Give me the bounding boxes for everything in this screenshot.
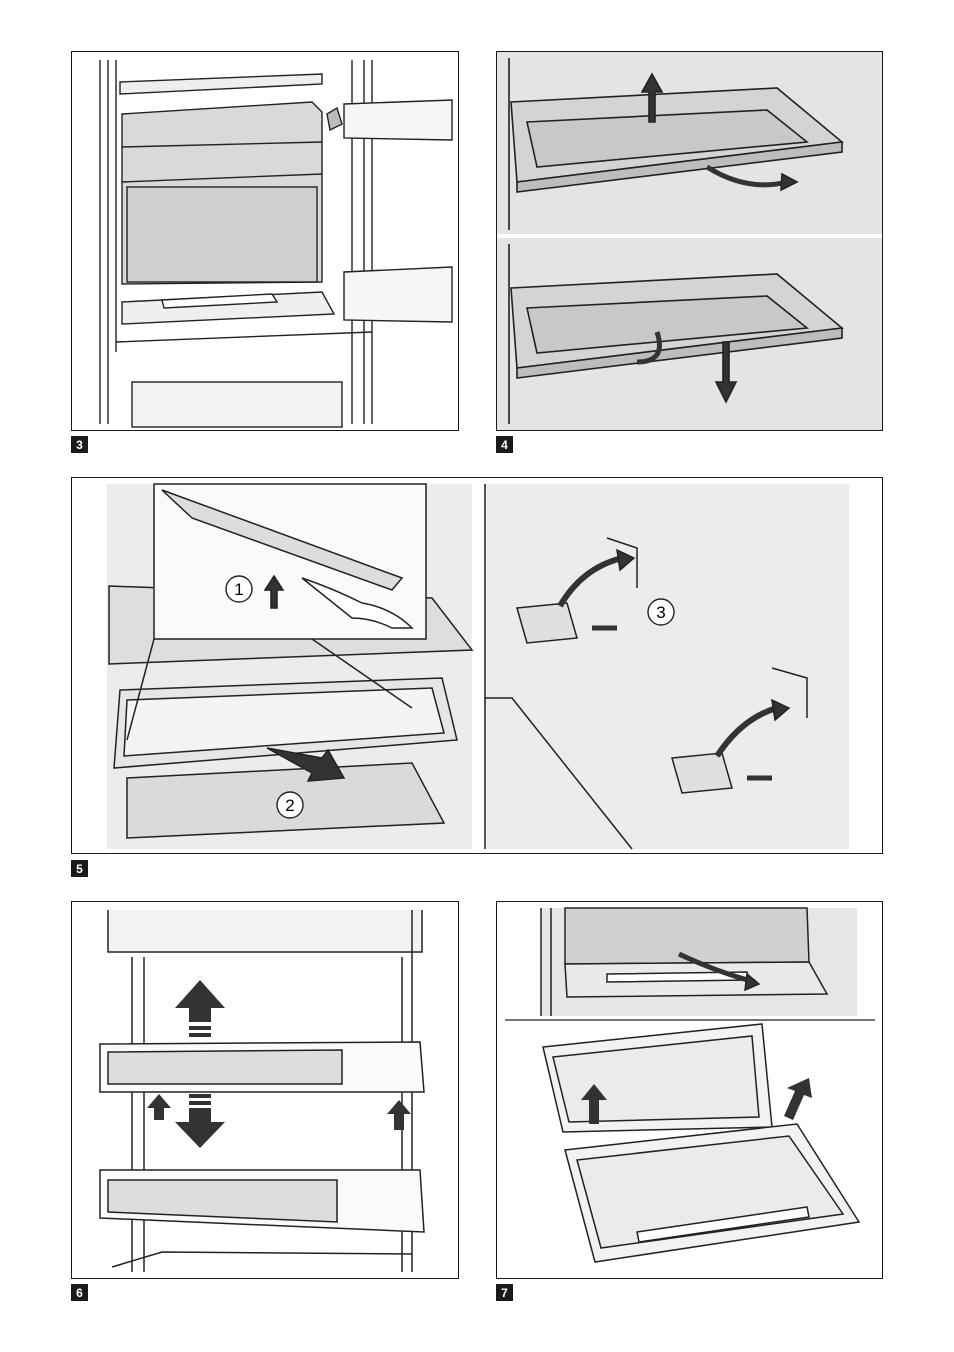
figure-7-illustration bbox=[497, 902, 883, 1279]
figure-6-illustration bbox=[72, 902, 459, 1279]
figure-4-number: 4 bbox=[496, 436, 513, 453]
step-1-label: 1 bbox=[234, 580, 243, 599]
figure-4-panel bbox=[496, 51, 883, 431]
figure-6-panel bbox=[71, 901, 459, 1279]
figure-7-number: 7 bbox=[496, 1284, 513, 1301]
step-2-label: 2 bbox=[285, 796, 294, 815]
step-3-label: 3 bbox=[656, 603, 665, 622]
figure-3-number: 3 bbox=[71, 436, 88, 453]
figure-5-number: 5 bbox=[71, 860, 88, 877]
figure-3-illustration bbox=[72, 52, 459, 431]
figure-7-panel bbox=[496, 901, 883, 1279]
figure-3-panel bbox=[71, 51, 459, 431]
figure-4-illustration bbox=[497, 52, 883, 431]
figure-6-number: 6 bbox=[71, 1284, 88, 1301]
figure-5-illustration: 1 2 3 bbox=[72, 478, 883, 854]
figure-5-panel: 1 2 3 bbox=[71, 477, 883, 854]
